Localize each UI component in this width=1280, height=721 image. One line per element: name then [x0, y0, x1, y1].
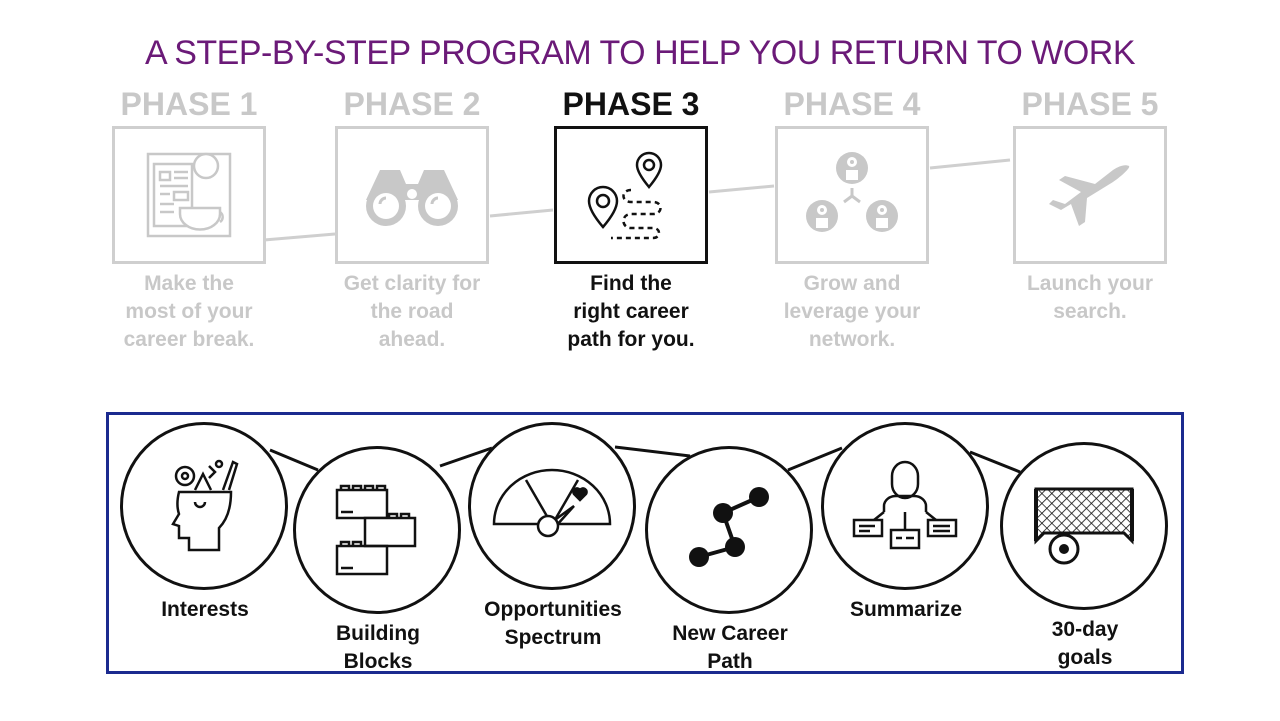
step-label: Building Blocks — [293, 620, 463, 676]
phase-description: Make the most of your career break. — [94, 270, 284, 354]
phase-1[interactable]: PHASE 1 Make the most of your career bre… — [94, 86, 284, 354]
label-line: Building — [336, 622, 420, 645]
desc-line: Make the — [144, 272, 234, 295]
newspaper-coffee-icon — [146, 152, 232, 238]
label-line: Blocks — [343, 650, 413, 673]
desc-line: Grow and — [803, 272, 901, 295]
desc-line: Launch your — [1026, 272, 1153, 295]
phase-description: Find the right career path for you. — [536, 270, 726, 354]
connector-line — [489, 208, 554, 218]
desc-line: career break. — [123, 328, 255, 351]
phase-icon-box — [112, 126, 266, 264]
step-interests[interactable]: Interests — [120, 422, 290, 624]
desc-line: the road — [370, 300, 454, 323]
person-org-chart-icon — [852, 460, 958, 550]
label-line: Path — [707, 650, 753, 673]
airplane-icon — [1049, 165, 1130, 226]
phase-description: Grow and leverage your network. — [757, 270, 947, 354]
step-circle — [293, 446, 461, 614]
phase-icon-box — [554, 126, 708, 264]
step-30-day-goals[interactable]: 30-day goals — [1000, 442, 1170, 672]
phase-icon-box — [335, 126, 489, 264]
connector-line — [263, 232, 336, 242]
label-line: New Career — [672, 622, 788, 645]
desc-line: ahead. — [378, 328, 446, 351]
connector-line — [614, 445, 691, 458]
desc-line: leverage your — [783, 300, 921, 323]
step-label: New Career Path — [645, 620, 815, 676]
connector-line — [708, 184, 775, 194]
phase-label: PHASE 3 — [562, 86, 700, 122]
label-line: Summarize — [849, 598, 963, 621]
step-summarize[interactable]: Summarize — [821, 422, 991, 624]
label-line: Interests — [161, 598, 249, 621]
phase-label: PHASE 2 — [343, 86, 481, 122]
connector-line — [787, 446, 843, 472]
connected-dots-icon — [689, 487, 769, 567]
connector-line — [439, 446, 493, 468]
phase-description: Get clarity for the road ahead. — [317, 270, 507, 354]
step-circle — [645, 446, 813, 614]
page-title: A STEP-BY-STEP PROGRAM TO HELP YOU RETUR… — [144, 34, 1136, 72]
connector-line — [969, 450, 1021, 474]
connector-line — [929, 158, 1011, 170]
step-label: Summarize — [821, 596, 991, 624]
desc-line: right career — [573, 300, 689, 323]
map-route-icon — [587, 151, 663, 240]
desc-line: search. — [1053, 300, 1127, 323]
network-people-icon — [806, 152, 898, 232]
label-line: goals — [1057, 646, 1113, 669]
desc-line: most of your — [125, 300, 253, 323]
label-line: 30-day — [1051, 618, 1119, 641]
phase-label: PHASE 4 — [783, 86, 921, 122]
step-circle — [1000, 442, 1168, 610]
step-circle — [120, 422, 288, 590]
step-label: Opportunities Spectrum — [468, 596, 638, 652]
soccer-goal-icon — [1034, 487, 1134, 565]
desc-line: path for you. — [567, 328, 695, 351]
step-circle — [821, 422, 989, 590]
step-building-blocks[interactable]: Building Blocks — [293, 446, 463, 676]
desc-line: network. — [808, 328, 896, 351]
step-circle — [468, 422, 636, 590]
connector-line — [269, 448, 319, 472]
phase-5[interactable]: PHASE 5 Launch your search. — [995, 86, 1185, 326]
phase-3[interactable]: PHASE 3 Find the right career path for y… — [536, 86, 726, 354]
step-new-career-path[interactable]: New Career Path — [645, 446, 815, 676]
gauge-heart-icon — [492, 468, 612, 538]
step-opportunities-spectrum[interactable]: Opportunities Spectrum — [468, 422, 638, 652]
phase-4[interactable]: PHASE 4 Grow and leverage your network. — [757, 86, 947, 354]
head-ideas-icon — [171, 459, 239, 552]
phase-label: PHASE 5 — [1021, 86, 1159, 122]
phase-2[interactable]: PHASE 2 Get clarity for the road ahead. — [317, 86, 507, 354]
phase-icon-box — [1013, 126, 1167, 264]
desc-line: Find the — [590, 272, 672, 295]
desc-line: Get clarity for — [343, 272, 481, 295]
label-line: Opportunities — [484, 598, 622, 621]
binoculars-icon — [366, 170, 458, 226]
phase-description: Launch your search. — [995, 270, 1185, 326]
phase-icon-box — [775, 126, 929, 264]
step-label: Interests — [120, 596, 290, 624]
building-blocks-icon — [335, 484, 417, 576]
step-label: 30-day goals — [1000, 616, 1170, 672]
phase-label: PHASE 1 — [120, 86, 258, 122]
label-line: Spectrum — [504, 626, 602, 649]
phase-3-steps-frame — [106, 412, 1184, 674]
